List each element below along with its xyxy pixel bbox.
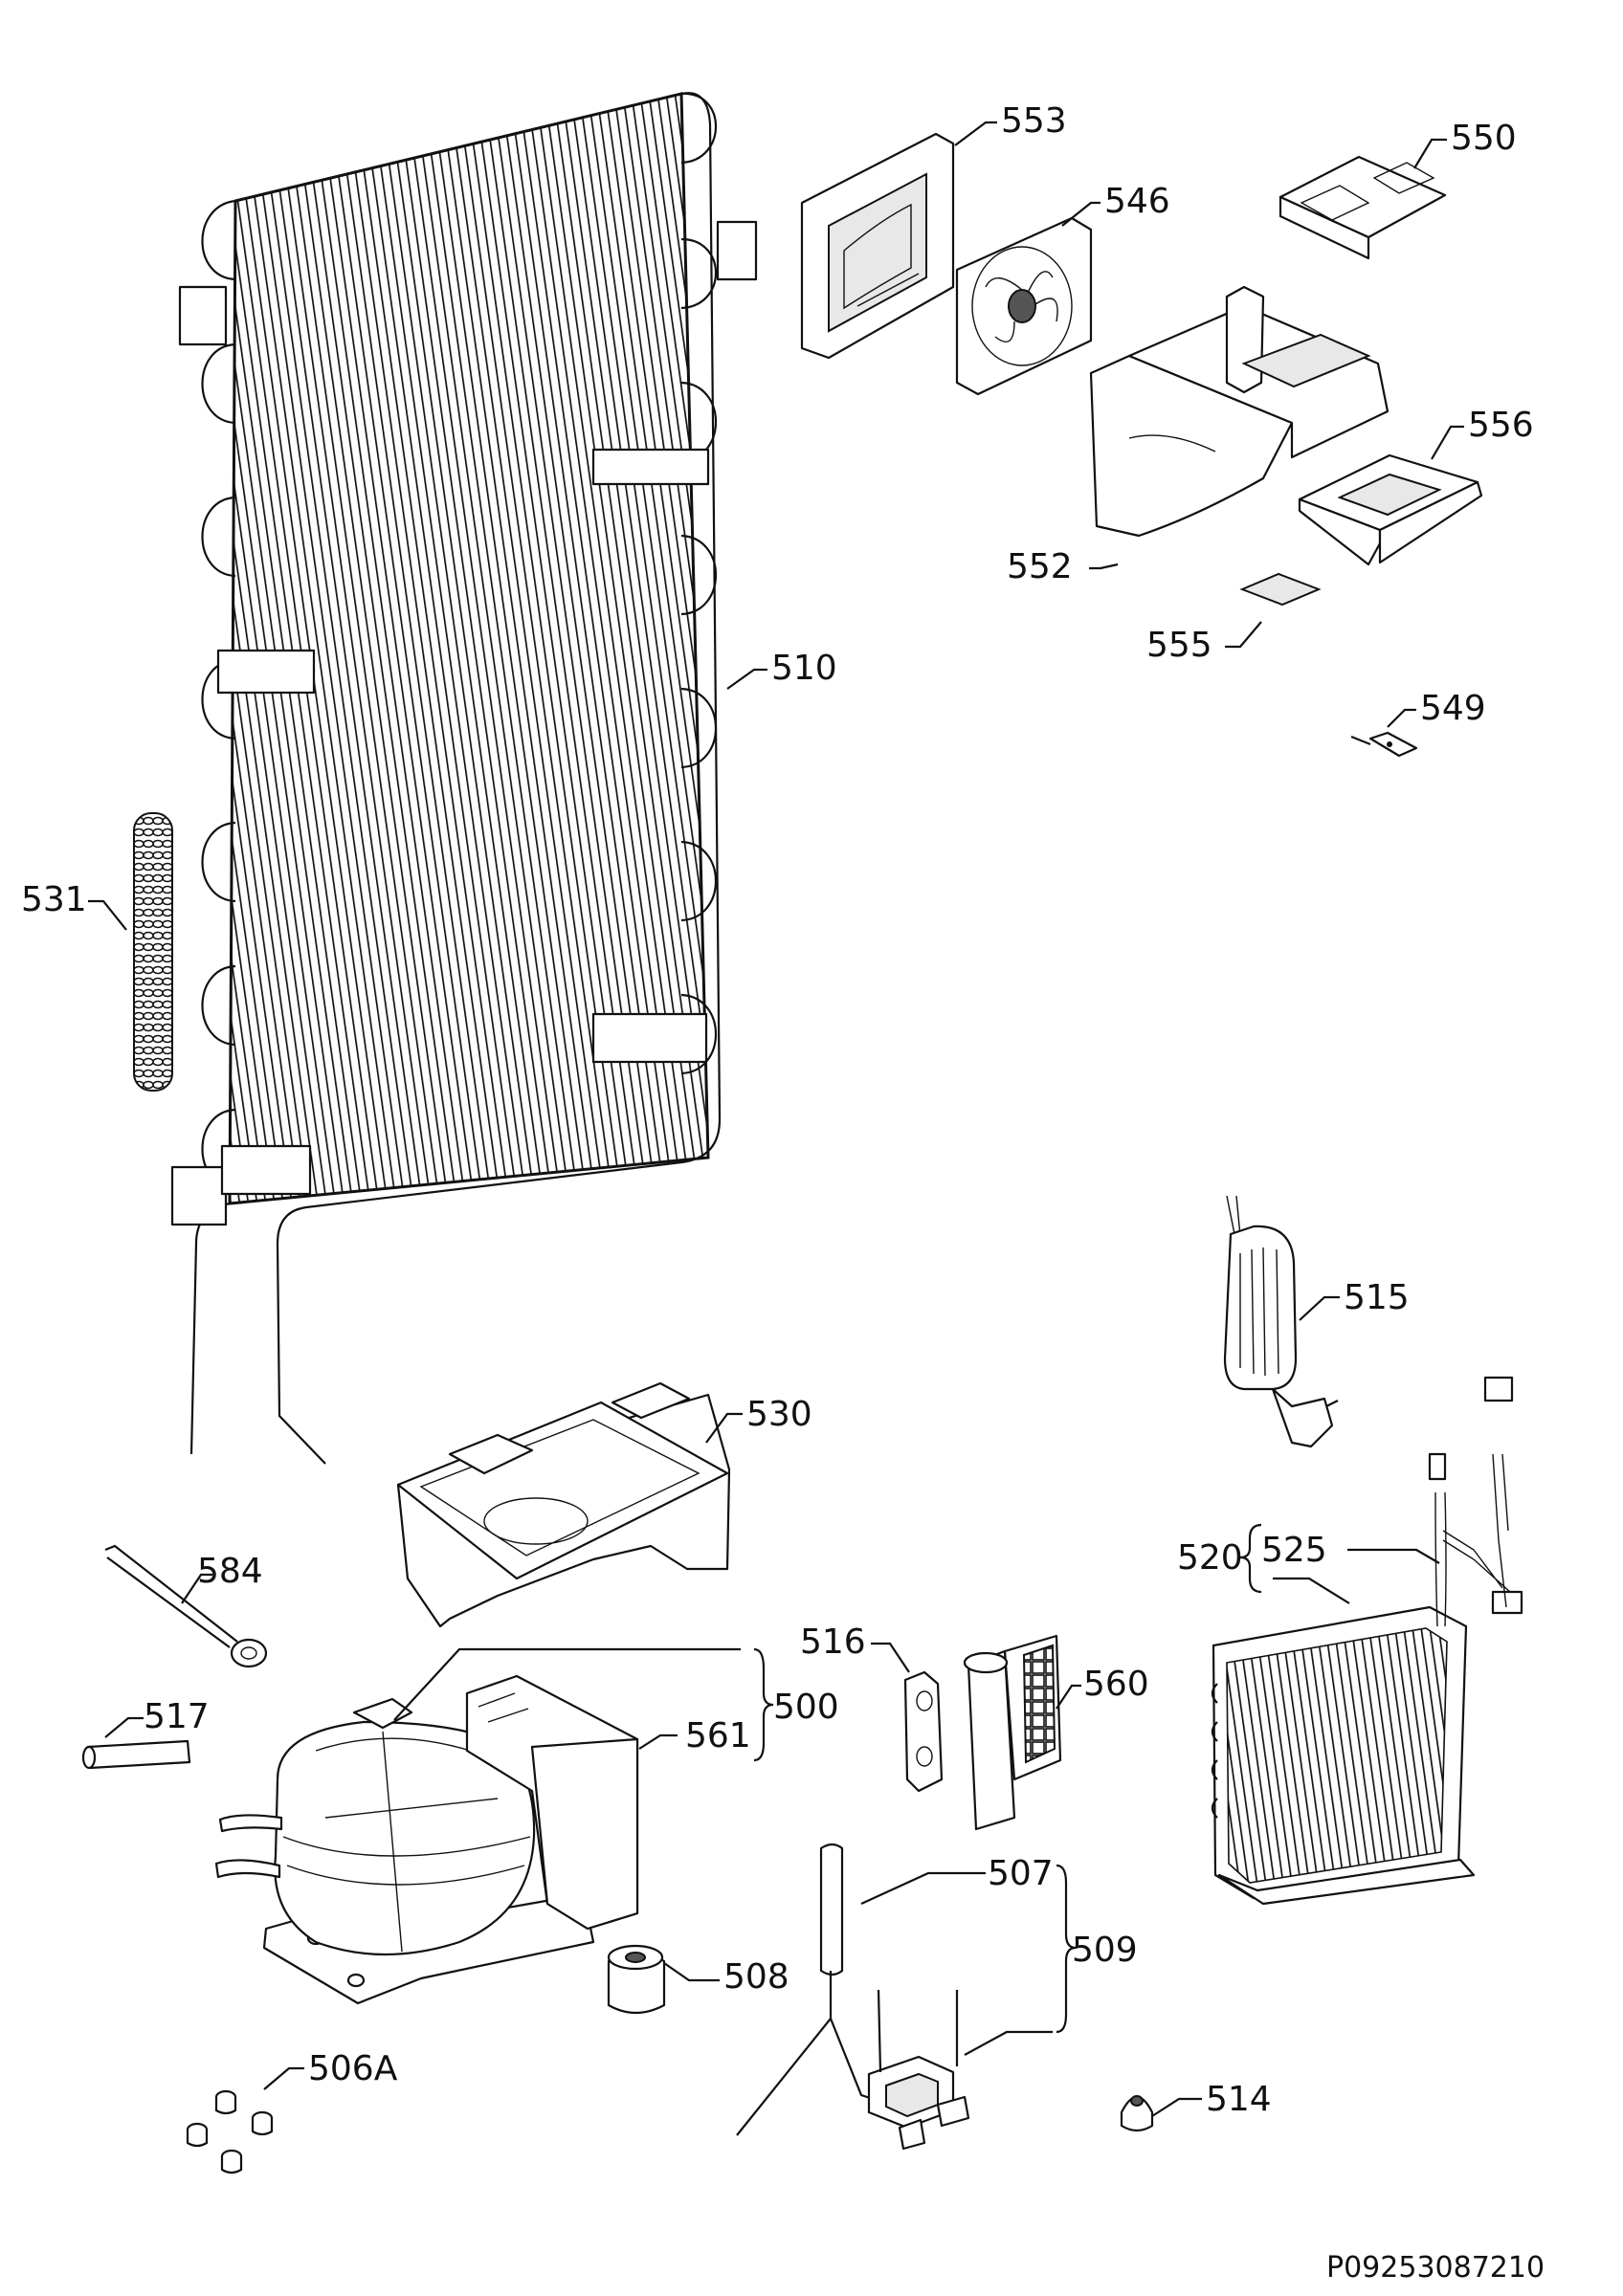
label-549: 549 [1420, 689, 1486, 728]
cap-514 [1120, 2095, 1154, 2132]
label-531: 531 [21, 880, 87, 919]
condenser-tube-loops [201, 92, 718, 1190]
air-duct-552 [1089, 285, 1390, 538]
tube-517 [81, 1739, 191, 1770]
leader-560 [1056, 1684, 1081, 1710]
label-553: 553 [1001, 101, 1067, 141]
fan-546 [955, 216, 1093, 396]
leader-508 [663, 1962, 720, 1982]
leader-525 [1347, 1548, 1440, 1564]
leader-556 [1431, 425, 1464, 460]
leader-507 [860, 1871, 986, 1906]
valve-509 [867, 1989, 970, 2151]
clip-516 [903, 1670, 944, 1793]
leader-549 [1387, 708, 1416, 728]
label-560: 560 [1083, 1665, 1149, 1704]
label-500: 500 [773, 1688, 839, 1727]
bracket-low-left [170, 1165, 228, 1226]
evaporator-520 [1211, 1605, 1476, 1906]
leader-550 [1413, 138, 1447, 169]
label-510: 510 [771, 649, 837, 688]
leader-509 [964, 2030, 1053, 2056]
bracket-mid-right [591, 448, 710, 486]
bracket-mid-left [216, 649, 316, 695]
label-555: 555 [1146, 626, 1212, 665]
label-514: 514 [1206, 2080, 1272, 2119]
label-508: 508 [723, 1957, 789, 1997]
leader-546 [1061, 201, 1101, 227]
label-546: 546 [1104, 182, 1170, 221]
bracket-top-left [178, 285, 228, 346]
leader-500 [393, 1647, 741, 1721]
drawing-code: P09253087210 [1326, 2251, 1545, 2285]
leader-506A [263, 2066, 304, 2090]
label-530: 530 [746, 1395, 812, 1434]
bracket-low-left-plate [220, 1144, 312, 1196]
leader-555 [1225, 621, 1262, 649]
leader-561 [638, 1733, 678, 1750]
relay-box-561 [465, 1674, 639, 1931]
condenser-fin-panel [228, 92, 710, 1205]
label-507: 507 [988, 1854, 1054, 1893]
cover-560 [963, 1634, 1062, 1831]
label-550: 550 [1451, 119, 1517, 158]
spring-hose-531 [133, 812, 173, 1092]
leader-517 [104, 1716, 144, 1738]
condenser-510 [170, 92, 758, 1465]
filter-pad-555 [1239, 572, 1322, 607]
leader-553 [954, 121, 997, 146]
label-556: 556 [1468, 406, 1534, 445]
label-517: 517 [144, 1697, 210, 1736]
pin-584 [104, 1544, 268, 1668]
drip-tray-530 [396, 1381, 731, 1628]
leader-531 [88, 899, 127, 931]
compressor-500 [214, 1697, 595, 2005]
sensor-549 [1350, 731, 1418, 758]
leader-515 [1299, 1295, 1340, 1321]
label-520: 520 [1177, 1538, 1243, 1578]
bracket-top-right [716, 220, 758, 281]
leader-552 [1089, 563, 1119, 570]
leader-520 [1273, 1577, 1350, 1604]
label-584: 584 [197, 1552, 263, 1591]
label-516: 516 [800, 1623, 866, 1662]
tray-556 [1298, 453, 1483, 566]
bracket-low-right [591, 1012, 708, 1064]
condenser-outlet-pipe [189, 1202, 231, 1455]
label-515: 515 [1344, 1278, 1410, 1317]
label-509: 509 [1072, 1931, 1138, 1970]
label-525: 525 [1261, 1531, 1327, 1570]
leader-516 [871, 1642, 910, 1673]
condenser-side-rail [276, 92, 722, 1465]
brace-520 [1239, 1523, 1262, 1594]
brace-500 [753, 1647, 774, 1762]
fan-cover-553 [800, 132, 955, 360]
leader-514 [1151, 2097, 1202, 2117]
wiring-harness-525 [1428, 1376, 1523, 1627]
cover-550 [1278, 155, 1447, 260]
brace-509 [1056, 1864, 1077, 2034]
grommet-508 [607, 1944, 666, 2015]
rubber-feet-506A [186, 2089, 274, 2175]
heater-515 [1223, 1195, 1339, 1448]
label-561: 561 [685, 1716, 751, 1755]
label-506A: 506A [308, 2049, 398, 2088]
leader-584 [181, 1573, 212, 1604]
leader-530 [705, 1412, 743, 1444]
label-552: 552 [1007, 547, 1073, 586]
leader-510 [726, 668, 767, 690]
